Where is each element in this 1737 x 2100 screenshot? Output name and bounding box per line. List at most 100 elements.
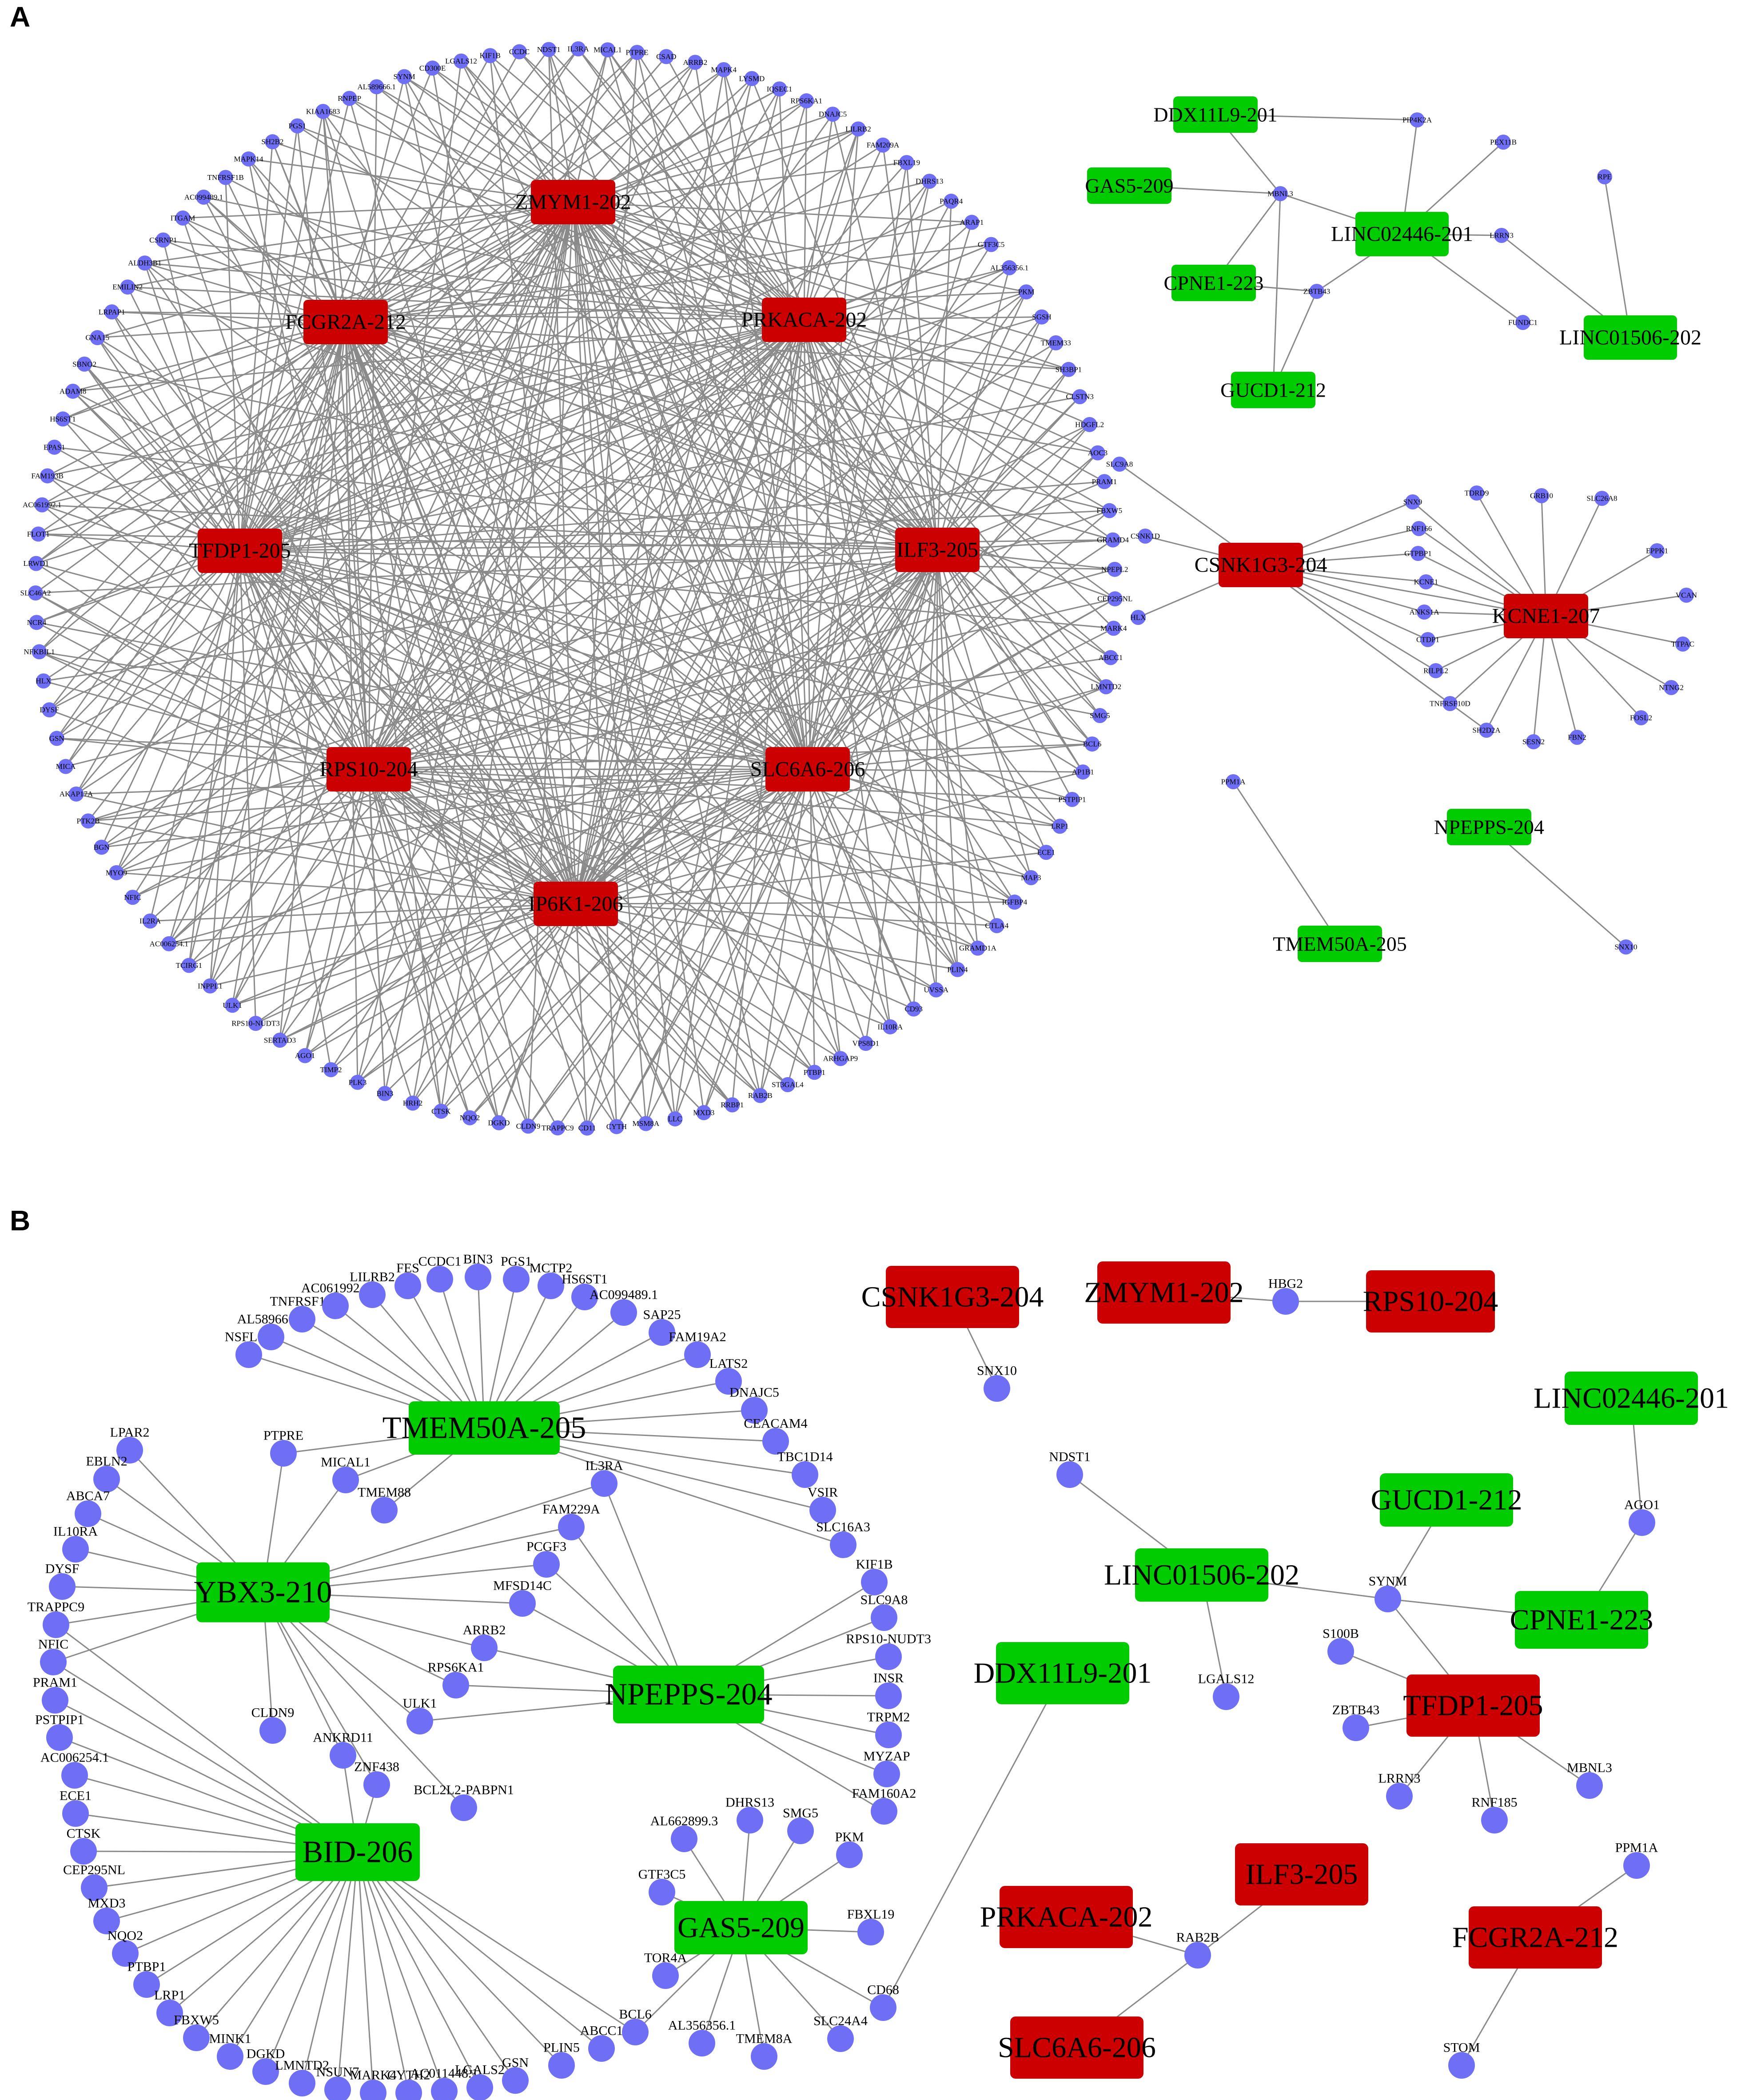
node-label: GSN [502, 2056, 529, 2070]
hub-box [1565, 1372, 1698, 1425]
node-circle [1048, 335, 1064, 350]
node-fbn2: FBN2 [1568, 730, 1586, 745]
node-label: AC006254.1 [150, 939, 188, 948]
node-label: AL356356.1 [668, 2018, 736, 2033]
node-circle [252, 2058, 279, 2085]
node-circle [600, 42, 615, 58]
node-circle [1343, 1714, 1369, 1741]
node-label: ADAM8 [60, 387, 86, 395]
node-rnf185: RNF185 [1471, 1795, 1518, 1834]
edge-ip6k1-206-rps10-204 [368, 768, 576, 905]
edge-ilf3-205-al589666-1 [376, 86, 938, 551]
node-circle [394, 1273, 421, 1299]
node-label: VSIR [808, 1485, 838, 1500]
node-label: CD93 [904, 1005, 923, 1013]
node-circle [34, 497, 50, 513]
edge-fcgr2a-212-ptbp1 [345, 322, 815, 1073]
node-sbno2: SBNO2 [72, 356, 96, 372]
edge-prkaca-202-hrh2 [412, 319, 805, 1104]
node-znf438: ZNF438 [354, 1760, 399, 1798]
edge-ilf3-205-rps10-nudt3 [255, 549, 938, 1024]
node-circle [196, 189, 211, 205]
edge-slc6a6-206-arap1 [807, 222, 972, 770]
node-circle [40, 1649, 67, 1675]
edge-prkaca-202-myo9 [116, 319, 805, 873]
edge-npepps-204-snx10 [1489, 826, 1626, 948]
edge-prkaca-202-sertad3 [279, 319, 805, 1041]
node-circle [1481, 1807, 1508, 1834]
node-ac099489-1: AC099489.1 [184, 189, 223, 205]
node-lgals2: LGALS2 [455, 2063, 505, 2100]
edge-tfdp1-205-rnpep [239, 98, 351, 551]
node-label: PKM [1018, 288, 1035, 296]
node-label: PLIN4 [947, 965, 968, 974]
node-label: ARAP1 [960, 218, 984, 227]
node-circle [377, 1086, 393, 1101]
edge-bid-206-abcc1 [357, 1851, 602, 2049]
node-pstpip1: PSTPIP1 [35, 1713, 84, 1751]
node-circle [858, 1036, 873, 1051]
node-lrp1: LRP1 [1051, 819, 1069, 834]
edge-zmym1-202-ac061992-1 [41, 201, 574, 505]
node-mapk14: MAPK14 [234, 151, 263, 167]
node-label: RNF185 [1471, 1795, 1517, 1810]
node-label: MARK4 [350, 2068, 396, 2083]
node-smg5: SMG5 [783, 1806, 818, 1844]
node-circle [133, 1971, 160, 1998]
node-label: MXD3 [693, 1109, 714, 1117]
edge-rps10-204-nqo2 [368, 769, 471, 1118]
node-lilrb2: LILRB2 [350, 1270, 395, 1308]
edge-rps10-204-map3 [368, 768, 1032, 879]
node-circle [1405, 494, 1420, 509]
node-rpe: RPE [1597, 169, 1612, 184]
node-circle [696, 1105, 712, 1121]
edge-tmem50a-205-ppm1a [1232, 781, 1341, 944]
edge-slc6a6-206-itgam [182, 217, 808, 770]
node-label: SYNM [393, 72, 415, 81]
edge-slc6a6-206-myo9 [116, 768, 808, 874]
node-circle [31, 526, 46, 542]
node-label: RRBP1 [721, 1101, 744, 1109]
node-circle [40, 468, 55, 484]
node-label: NQO2 [460, 1114, 480, 1122]
node-label: AC099489.1 [590, 1288, 658, 1302]
node-hs6st1: HS6ST1 [50, 411, 76, 427]
node-label: PIP4K2A [1402, 116, 1432, 124]
edge-ip6k1-206-llc [575, 903, 676, 1119]
node-circle [181, 958, 197, 973]
node-label: SLC26A8 [1587, 494, 1617, 503]
node-label: NSUN7 [316, 2065, 359, 2080]
node-label: SGSH [1032, 313, 1051, 321]
edge-prkaca-202-fam193b [47, 319, 805, 477]
node-label: PPM1A [1615, 1841, 1658, 1855]
node-csad: CSAD [656, 49, 676, 64]
node-label: PTBP1 [127, 1960, 166, 1974]
node-circle [1420, 632, 1435, 647]
node-label: CD68 [867, 1983, 899, 1997]
edge-bid-206-mink1 [229, 1852, 359, 2057]
node-hlx: HLX [36, 673, 51, 689]
node-circle [290, 118, 305, 134]
node-circle [175, 210, 191, 226]
node-circle [156, 2000, 183, 2026]
node-label: NQO2 [108, 1929, 143, 1943]
edge-rps10-204-kiaa1683 [322, 111, 370, 770]
edge-zmym1-202-gramd1a [572, 202, 979, 949]
node-ulk1: ULK1 [403, 1696, 437, 1734]
hub-label: SLC6A6-206 [998, 2032, 1156, 2064]
node-circle [1107, 591, 1123, 607]
node-circle [155, 232, 171, 248]
node-mxd3: MXD3 [88, 1896, 126, 1934]
node-label: RPE [1598, 173, 1611, 181]
node-circle [922, 174, 937, 189]
edge-zmym1-202-plin4 [572, 202, 958, 970]
hub-box [765, 747, 850, 791]
node-mink1: MINK1 [209, 2032, 251, 2070]
node-circle [1410, 112, 1425, 127]
node-circle [1576, 1772, 1603, 1799]
node-label: MBNL3 [1267, 190, 1293, 198]
node-label: KIF1B [856, 1557, 892, 1572]
node-circle [1570, 730, 1585, 745]
hub-tfdp1-205: TFDP1-205 [189, 529, 291, 573]
hub-box [1584, 315, 1677, 360]
